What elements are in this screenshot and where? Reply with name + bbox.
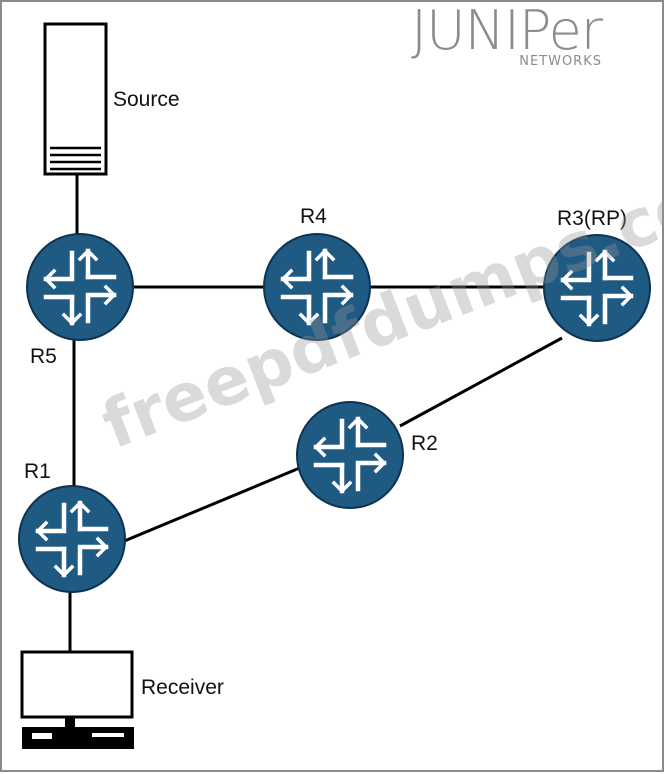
link-r1-r2 — [121, 465, 303, 544]
links — [68, 174, 563, 652]
label-source: Source — [113, 88, 180, 111]
label-receiver: Receiver — [141, 676, 224, 699]
logo-sub: NETWORKS — [519, 54, 602, 69]
label-r2: R2 — [411, 432, 438, 455]
router-r4-icon — [263, 233, 371, 341]
router-r3-icon — [543, 234, 651, 342]
source-server-icon — [43, 22, 108, 176]
router-r1-icon — [18, 485, 126, 593]
router-r2-icon — [296, 401, 404, 509]
logo-brand: JUNIPer — [411, 0, 603, 62]
router-r5-icon — [26, 233, 134, 341]
label-r4: R4 — [300, 205, 327, 228]
label-r3: R3(RP) — [557, 207, 628, 230]
juniper-networks-logo: JUNIPer NETWORKS — [411, 0, 603, 70]
link-r2-r3 — [399, 336, 563, 428]
label-r1: R1 — [24, 460, 51, 483]
receiver-workstation-icon — [20, 650, 134, 749]
label-r5: R5 — [30, 345, 57, 368]
